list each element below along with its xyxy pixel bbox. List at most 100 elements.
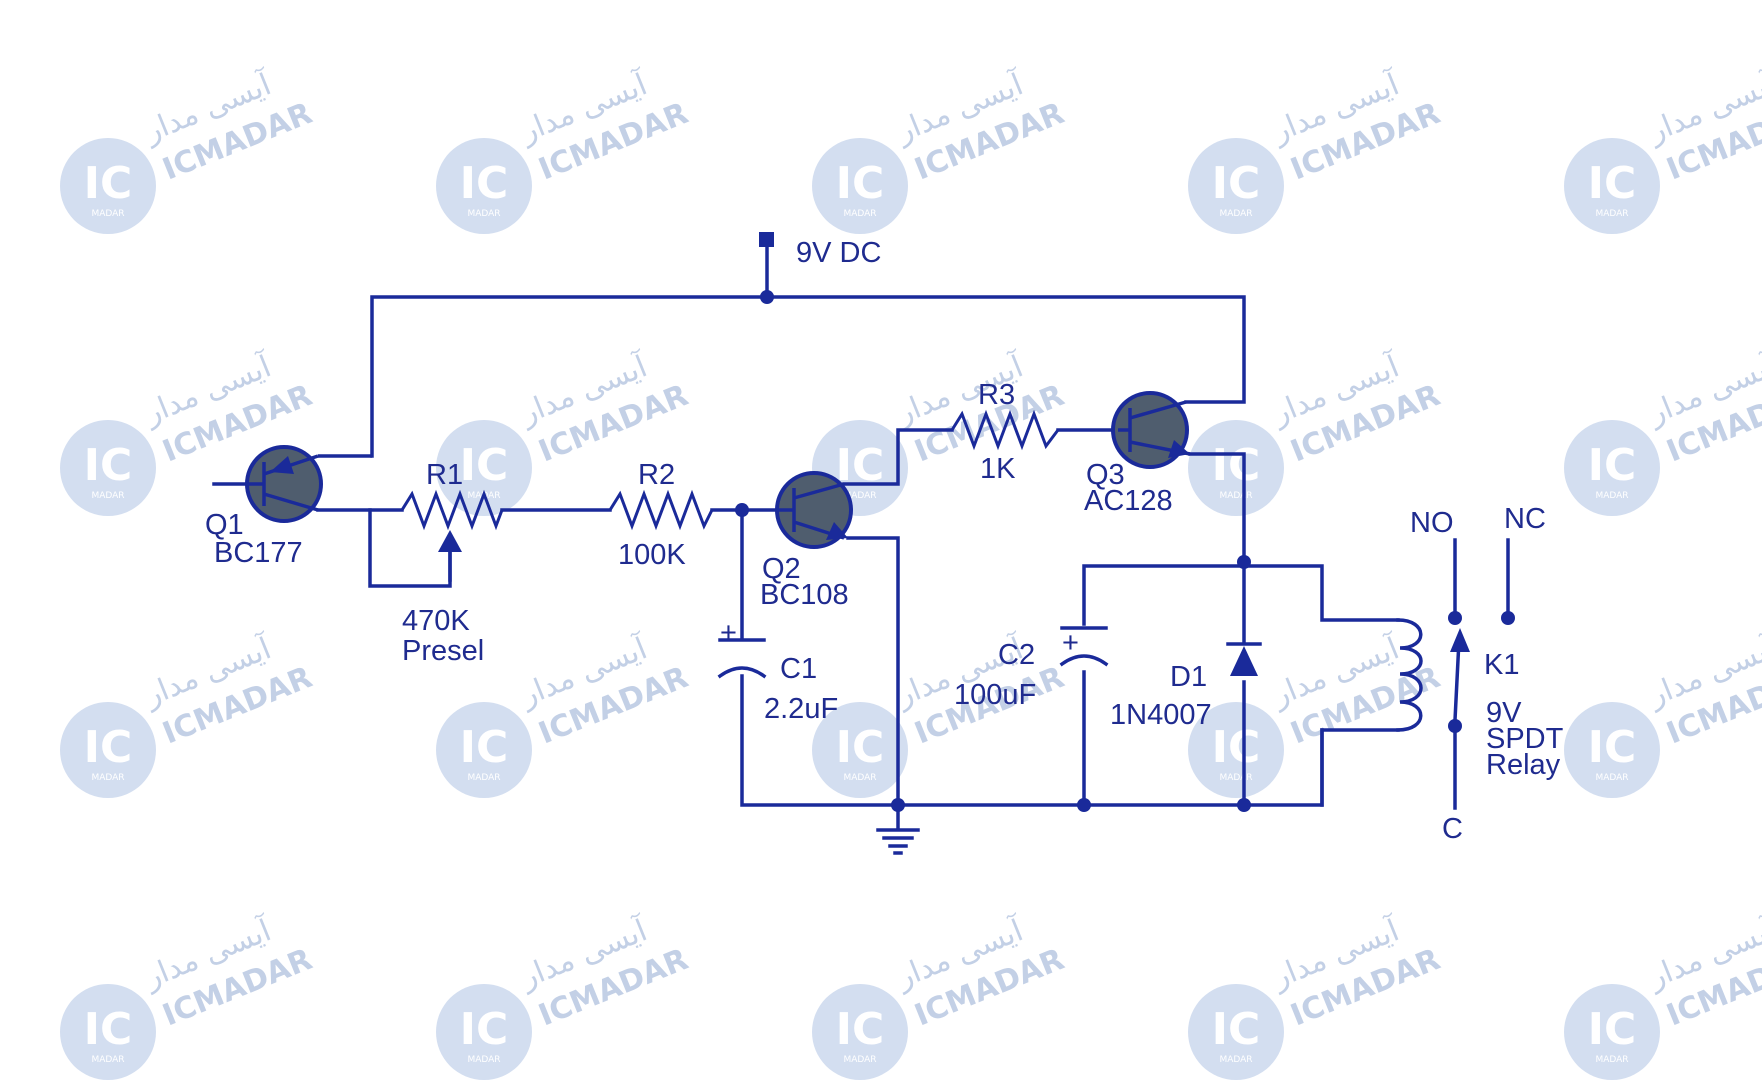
watermark-logo-text: IC <box>1212 440 1261 491</box>
watermark-logo-sub: MADAR <box>1219 1055 1252 1065</box>
watermark-logo-text: IC <box>836 158 885 209</box>
watermark-logo <box>60 702 156 798</box>
label-r1-note: Presel <box>402 635 484 667</box>
watermark-logo <box>436 138 532 234</box>
watermark-logo-sub: MADAR <box>843 209 876 219</box>
transistor-q1 <box>245 445 372 523</box>
watermark-logo-text: IC <box>84 722 133 773</box>
label-c2-value: 100uF <box>954 679 1036 711</box>
label-d1-ref: D1 <box>1170 661 1207 693</box>
label-relay-ref: K1 <box>1484 649 1519 681</box>
label-d1-part: 1N4007 <box>1110 699 1212 731</box>
wires <box>212 238 1400 830</box>
label-c2-plus: + <box>1062 627 1079 659</box>
watermark-logo-sub: MADAR <box>1219 773 1252 783</box>
watermark-logo-sub: MADAR <box>91 491 124 501</box>
watermark-logo-text: IC <box>460 158 509 209</box>
watermark-logo <box>1188 984 1284 1080</box>
label-r2-value: 100K <box>618 539 686 571</box>
watermark-logo-text: IC <box>1588 1004 1637 1055</box>
watermark-logo-sub: MADAR <box>91 773 124 783</box>
watermark-logo <box>1188 702 1284 798</box>
label-q1-ref: Q1 <box>205 509 244 541</box>
watermark-logo-sub: MADAR <box>843 773 876 783</box>
watermark-logo-text: IC <box>1588 722 1637 773</box>
capacitor-c2 <box>1059 626 1109 667</box>
label-q3-ref: Q3 <box>1086 459 1125 491</box>
resistor-r1 <box>400 489 504 582</box>
watermark-logo <box>1188 138 1284 234</box>
watermark-logo-text: IC <box>1212 1004 1261 1055</box>
watermark-logo-text: IC <box>1212 158 1261 209</box>
watermark-logo-sub: MADAR <box>1595 773 1628 783</box>
watermark-logo-text: IC <box>1212 722 1261 773</box>
label-q2-part: BC108 <box>760 579 849 611</box>
transistor-q2 <box>775 471 853 549</box>
watermark-logo <box>812 984 908 1080</box>
watermark-logo-text: IC <box>1588 440 1637 491</box>
watermark-logo <box>1188 420 1284 516</box>
watermark-logo <box>1564 420 1660 516</box>
diode-d1 <box>1226 642 1262 676</box>
watermark-logo-text: IC <box>84 1004 133 1055</box>
capacitor-c1 <box>717 638 767 679</box>
watermark-logo-text: IC <box>1588 158 1637 209</box>
watermark-logo-text: IC <box>84 440 133 491</box>
watermark-logo-sub: MADAR <box>91 209 124 219</box>
label-relay-line1: 9V <box>1486 697 1522 729</box>
label-relay-line3: Relay <box>1486 749 1561 781</box>
ground-symbol <box>876 828 920 855</box>
watermark-logo-text: IC <box>84 158 133 209</box>
label-c1-plus: + <box>720 617 737 649</box>
junction-dots <box>735 232 1251 812</box>
watermark-logo <box>1564 984 1660 1080</box>
label-c1-value: 2.2uF <box>764 693 838 725</box>
watermark-logo <box>1564 702 1660 798</box>
watermark-logo <box>436 984 532 1080</box>
label-r1-value: 470K <box>402 605 470 637</box>
watermark-logo <box>60 420 156 516</box>
watermark-logo-sub: MADAR <box>1219 491 1252 501</box>
watermark-logo-sub: MADAR <box>1219 209 1252 219</box>
label-r3-ref: R3 <box>978 379 1015 411</box>
watermark-logo-sub: MADAR <box>467 1055 500 1065</box>
watermark-logo <box>1564 138 1660 234</box>
label-c2-ref: C2 <box>998 639 1035 671</box>
watermark-logo-sub: MADAR <box>1595 209 1628 219</box>
watermark-logo-sub: MADAR <box>467 209 500 219</box>
watermark-logo <box>60 138 156 234</box>
label-c1-ref: C1 <box>780 653 817 685</box>
watermark-logo-text: IC <box>460 722 509 773</box>
watermark-logo-text: IC <box>460 1004 509 1055</box>
label-r2-ref: R2 <box>638 459 675 491</box>
transistor-q3 <box>1111 391 1191 469</box>
resistor-r2 <box>608 489 714 531</box>
watermark-logo-sub: MADAR <box>843 1055 876 1065</box>
relay-k1 <box>1396 538 1515 810</box>
label-relay-nc: NC <box>1504 503 1546 535</box>
resistor-r3 <box>950 409 1060 451</box>
label-r1-ref: R1 <box>426 459 463 491</box>
label-r3-value: 1K <box>980 453 1016 485</box>
label-q3-part: AC128 <box>1084 485 1173 517</box>
label-relay-line2: SPDT <box>1486 723 1564 755</box>
label-q1-part: BC177 <box>214 537 303 569</box>
watermark-logo-sub: MADAR <box>843 491 876 501</box>
watermark-logo-sub: MADAR <box>1595 491 1628 501</box>
